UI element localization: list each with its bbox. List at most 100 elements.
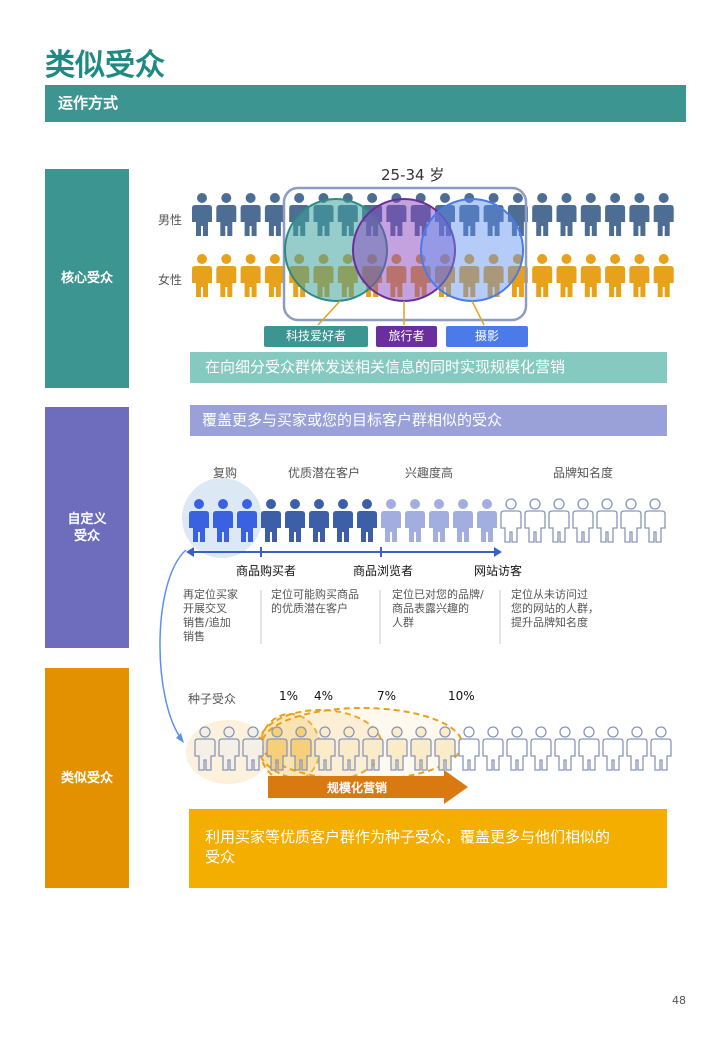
custom-figure-icon [596,498,618,543]
lookalike-figure-icon [482,726,504,771]
row-label-male: 男性 [158,213,183,227]
lookalike-figure-icon [602,726,624,771]
core-audience-label: 核心受众 [60,271,113,286]
custom-figure-icon [381,499,401,542]
description-brand-awareness: 定位从未访问过您的网站的人群， 提升品牌知名度 [511,588,599,629]
custom-figure-icon [405,499,425,542]
female-figure-icon [264,254,285,297]
pct-10: 10% [448,689,475,703]
pct-7: 7% [377,689,397,703]
scale-marketing-arrow [268,770,468,804]
tag-tech-enthusiasts: 科技爱好者 [264,326,368,347]
male-figure-icon [580,193,601,236]
female-figure-icon [240,254,261,297]
lookalike-figure-icon [194,726,216,771]
custom-figure-icon [333,499,353,542]
age-group-frame [282,186,528,322]
lookalike-figure-icon [386,726,408,771]
female-figure-icon [556,254,577,297]
seed-audience-label: 种子受众 [188,692,237,706]
custom-figure-icon [189,499,209,542]
page-number: 48 [672,994,686,1007]
male-figure-icon [216,193,237,236]
category-high-interest: 兴趣度高 [405,466,454,480]
lookalike-banner-line1: 利用买家等优质客户群作为种子受众，覆盖更多与他们相似的 [205,828,611,846]
custom-figure-icon [572,498,594,543]
lookalike-figure-icon [266,726,288,771]
curve-arrowhead [176,733,184,743]
custom-figure-icon [309,499,329,542]
custom-figure-icon [261,499,281,542]
lookalike-figure-icon [506,726,528,771]
connector-photo [471,300,485,326]
female-figure-icon [459,254,480,297]
lookalike-figure-icon [458,726,480,771]
custom-audience-label-line2: 受众 [73,528,100,544]
scale-arrow-right [494,547,502,557]
female-figure-icon [629,254,650,297]
female-figure-icon [192,254,212,297]
male-figure-icon [483,193,504,236]
lookalike-figure-icon [434,726,456,771]
custom-figure-icon [237,499,257,542]
core-audience-banner: 在向细分受众群体发送相关信息的同时实现规模化营销 [190,352,667,383]
lookalike-figure-icon [578,726,600,771]
lookalike-figure-icon [362,726,384,771]
category-brand-awareness: 品牌知名度 [553,466,614,480]
male-figure-icon [605,193,626,236]
lookalike-figure-icon [338,726,360,771]
connector-tech [317,300,341,326]
lookalike-banner: 利用买家等优质客户群作为种子受众，覆盖更多与他们相似的 受众 [189,809,667,888]
female-figure-icon [605,254,626,297]
male-figure-icon [532,193,553,236]
male-figure-icon [653,193,674,236]
scale-marketing-label: 规模化营销 [327,781,388,795]
custom-audience-label-line1: 自定义 [67,511,107,527]
description-high-interest: 定位已对您的品牌/商品表露兴趣的 人群 [392,588,484,629]
lookalike-figure-icon [554,726,576,771]
custom-figures [189,498,666,543]
core-figures [192,193,674,297]
category-quality-prospects: 优质潜在客户 [288,466,361,480]
row-label-female: 女性 [158,273,183,287]
custom-figure-icon [524,498,546,543]
lookalike-figure-icon [314,726,336,771]
custom-audience-banner: 覆盖更多与买家或您的目标客户群相似的受众 [190,405,667,436]
scale-arrow-left [186,547,194,557]
stage-site-visitors: 网站访客 [474,564,523,578]
female-figure-icon [653,254,674,297]
female-figure-icon [507,254,528,297]
category-repurchase: 复购 [213,466,238,480]
female-figure-icon [580,254,601,297]
custom-figure-icon [429,499,449,542]
tag-photography: 摄影 [446,326,528,347]
lookalike-audience-block: 类似受众 [45,668,129,888]
interest-circle-photo [420,198,524,302]
custom-audience-label: 自定义受众 [67,511,106,545]
lookalike-audience-label: 类似受众 [60,770,113,786]
custom-figure-icon [477,499,497,542]
male-figure-icon [240,193,261,236]
custom-figure-icon [213,499,233,542]
pct-4: 4% [314,689,334,703]
lookalike-figures [194,726,672,771]
female-figure-icon [483,254,504,297]
page-title: 类似受众 [45,48,165,83]
male-figure-icon [507,193,528,236]
custom-figure-icon [453,499,473,542]
lookalike-figure-icon [410,726,432,771]
core-audience-block: 核心受众 [45,169,129,388]
lookalike-banner-line2: 受众 [205,848,236,866]
custom-figure-icon [644,498,666,543]
male-figure-icon [264,193,285,236]
male-figure-icon [629,193,650,236]
stage-purchasers: 商品购买者 [236,564,297,578]
lookalike-figure-icon [626,726,648,771]
custom-figure-icon [357,499,377,542]
tag-travelers: 旅行者 [376,326,437,347]
pct-1: 1% [279,689,299,703]
lookalike-figure-icon [650,726,672,771]
custom-figure-icon [548,498,570,543]
female-figure-icon [532,254,553,297]
